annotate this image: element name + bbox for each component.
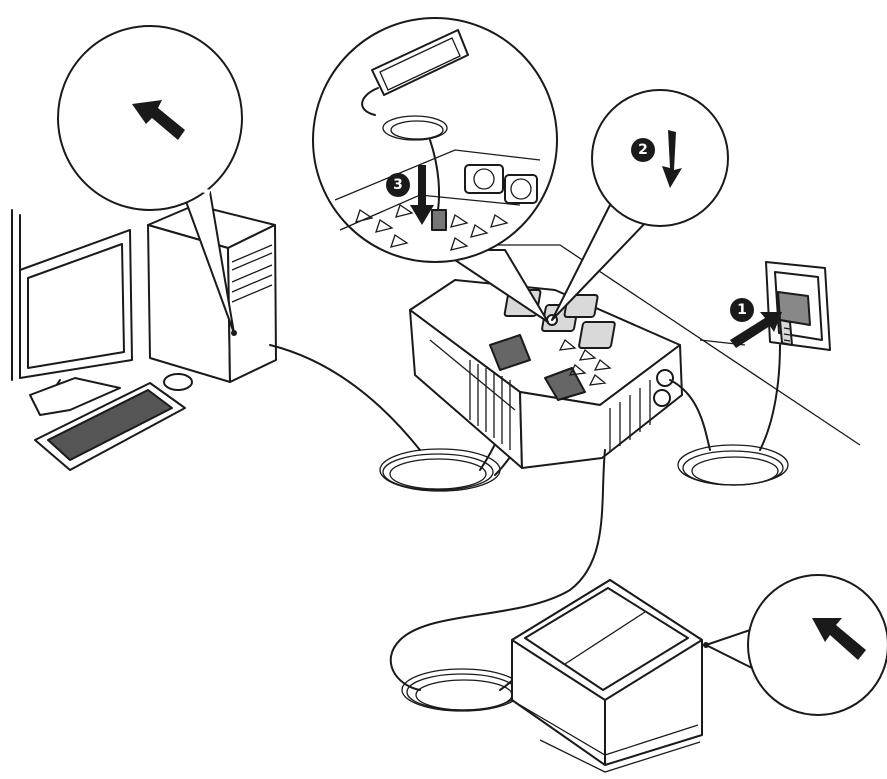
power-plug-icon <box>777 291 811 346</box>
ups-unit <box>409 279 683 469</box>
mouse <box>163 373 193 391</box>
wall-socket: 1 <box>730 261 831 351</box>
keyboard <box>34 382 186 471</box>
smartphone-icon <box>371 29 469 96</box>
arrow-icon <box>410 165 434 225</box>
callout-usb-charging: 3 <box>312 17 558 323</box>
callout-computer-power <box>57 25 243 334</box>
pc-cable <box>269 344 421 451</box>
step-1-number: 1 <box>737 302 747 318</box>
step-3-number: 3 <box>393 177 403 193</box>
wall-cable <box>669 344 789 486</box>
arrow-icon <box>812 618 866 660</box>
step-3-badge <box>386 173 410 197</box>
arrow-icon <box>132 100 185 140</box>
callout-printer-power <box>705 574 887 716</box>
step-2-number: 2 <box>638 142 648 158</box>
monitor <box>11 209 133 416</box>
usb-plug-icon <box>431 209 447 231</box>
callout-power-button: 2 <box>551 89 729 321</box>
arrow-icon <box>662 130 682 188</box>
printer <box>511 579 709 773</box>
arrow-icon <box>730 312 782 348</box>
step-1-badge <box>730 298 754 322</box>
step-2-badge <box>631 138 655 162</box>
